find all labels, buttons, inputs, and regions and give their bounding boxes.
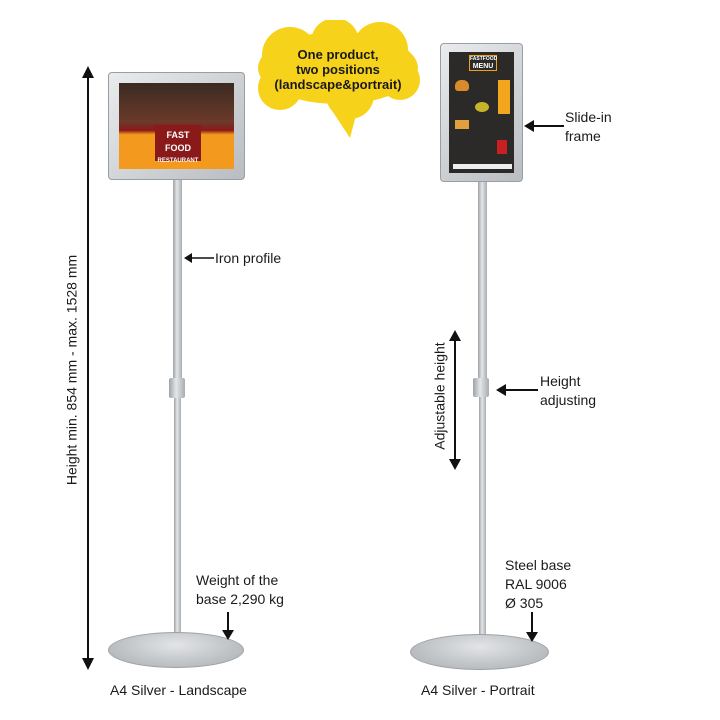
weight-label: Weight of the base 2,290 kg — [196, 571, 284, 609]
lower-pole-left — [174, 395, 181, 645]
caption-portrait: A4 Silver - Portrait — [421, 682, 535, 698]
base-right — [410, 634, 549, 670]
portrait-frame: FASTFOOD MENU — [440, 43, 523, 182]
label-line: Steel base — [505, 557, 572, 573]
base-left — [108, 632, 244, 668]
poster-title: FAST FOOD — [165, 130, 191, 153]
height-adjusting-arrow — [496, 384, 538, 396]
caption-landscape: A4 Silver - Landscape — [110, 682, 247, 698]
slide-in-frame-label: Slide-in frame — [565, 108, 612, 146]
weight-arrow — [222, 612, 234, 640]
callout-text: One product, two positions (landscape&po… — [258, 47, 418, 92]
poster-title: FASTFOOD — [470, 56, 498, 62]
height-dimension-label: Height min. 854 mm - max. 1528 mm — [63, 254, 80, 486]
callout-bubble — [258, 20, 420, 138]
adjustable-height-arrow — [449, 330, 461, 470]
landscape-poster: FAST FOOD RESTAURANT — [119, 83, 234, 169]
upper-pole-left — [173, 178, 182, 383]
lower-pole-right — [479, 394, 486, 646]
label-line: Height — [540, 373, 581, 389]
landscape-frame: FAST FOOD RESTAURANT — [108, 72, 245, 180]
adjustable-height-label: Adjustable height — [431, 342, 448, 450]
callout-line: One product, — [297, 47, 379, 62]
steel-base-label: Steel base RAL 9006 Ø 305 — [505, 556, 571, 613]
portrait-poster: FASTFOOD MENU — [449, 52, 514, 173]
callout-line: two positions — [296, 62, 380, 77]
upper-pole-right — [478, 180, 487, 380]
height-adjusting-label: Height adjusting — [540, 372, 596, 410]
label-line: RAL 9006 — [505, 576, 567, 592]
iron-profile-arrow — [184, 253, 214, 263]
poster-subtitle: RESTAURANT — [157, 158, 199, 164]
steel-base-arrow — [526, 612, 538, 642]
slide-in-frame-arrow — [524, 120, 564, 132]
label-line: Ø 305 — [505, 595, 544, 611]
label-line: Weight of the — [196, 572, 279, 588]
height-adjuster-left — [169, 378, 185, 398]
label-line: Slide-in — [565, 109, 612, 125]
height-dimension-arrow — [82, 66, 94, 670]
callout-line: (landscape&portrait) — [274, 77, 402, 92]
iron-profile-label: Iron profile — [215, 250, 282, 266]
label-line: frame — [565, 128, 601, 144]
poster-subtitle: MENU — [472, 63, 494, 70]
label-line: base 2,290 kg — [196, 591, 284, 607]
height-adjuster-right — [473, 378, 489, 397]
label-line: adjusting — [540, 392, 597, 408]
